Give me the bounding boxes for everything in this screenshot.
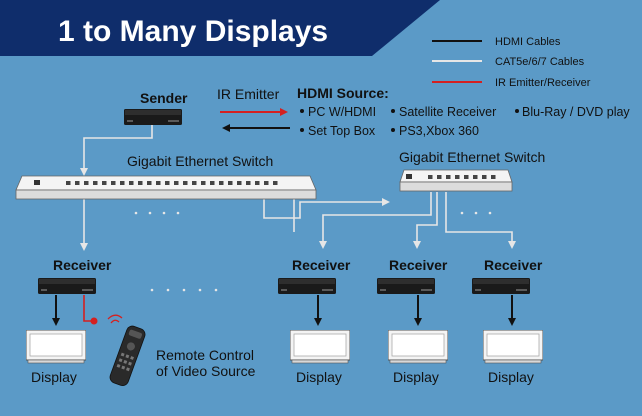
hdmi-source-list: PC W/HDMI Satellite Receiver Blu-Ray / D… (300, 105, 630, 138)
cat-to-receiver2 (319, 192, 432, 249)
receiver1-device (38, 278, 96, 294)
display1-monitor (26, 330, 86, 364)
page-title: 1 to Many Displays (58, 15, 328, 48)
receiver2-device (278, 278, 336, 294)
switch1-label: Gigabit Ethernet Switch (127, 153, 273, 169)
continuation-dots (134, 211, 492, 292)
source-item-satellite: Satellite Receiver (399, 105, 496, 119)
cat-sender-to-switch (80, 125, 153, 176)
display2-monitor (290, 330, 350, 364)
source-item-console: PS3,Xbox 360 (399, 124, 479, 138)
sender-device (124, 109, 182, 125)
hdmi-cables (52, 295, 516, 326)
cat-to-receiver3 (413, 192, 438, 249)
hdmi-source-heading: HDMI Source: (297, 85, 389, 101)
legend-hdmi-label: HDMI Cables (495, 36, 561, 48)
source-item-settop: Set Top Box (308, 124, 376, 138)
receiver3-label: Receiver (389, 257, 448, 273)
ir-receiver-cable (83, 295, 98, 325)
display1-label: Display (31, 369, 77, 385)
display4-monitor (483, 330, 543, 364)
title-band (0, 0, 440, 56)
remote-label-line2: of Video Source (156, 363, 256, 379)
display2-label: Display (296, 369, 342, 385)
display4-label: Display (488, 369, 534, 385)
switch2-device (399, 169, 513, 192)
receiver2-label: Receiver (292, 257, 351, 273)
switch1-device (15, 175, 317, 200)
receiver1-label: Receiver (53, 257, 112, 273)
receiver4-label: Receiver (484, 257, 543, 273)
receiver3-device (377, 278, 435, 294)
source-item-pc: PC W/HDMI (308, 105, 376, 119)
ir-emitter-label: IR Emitter (217, 86, 280, 102)
cat-to-receiver4 (445, 192, 516, 249)
display3-monitor (388, 330, 448, 364)
receiver4-device (472, 278, 530, 294)
sender-label: Sender (140, 90, 188, 106)
switch2-label: Gigabit Ethernet Switch (399, 149, 545, 165)
legend-ir-label: IR Emitter/Receiver (495, 77, 591, 89)
source-item-bluray: Blu-Ray / DVD play (522, 105, 630, 119)
legend: HDMI Cables CAT5e/6/7 Cables IR Emitter/… (432, 36, 591, 89)
legend-cat-label: CAT5e/6/7 Cables (495, 56, 585, 68)
remote-label-line1: Remote Control (156, 347, 254, 363)
remote-control-icon (107, 314, 146, 386)
cat-switch-to-switch (263, 198, 390, 219)
display3-label: Display (393, 369, 439, 385)
cat-cables (80, 125, 516, 251)
